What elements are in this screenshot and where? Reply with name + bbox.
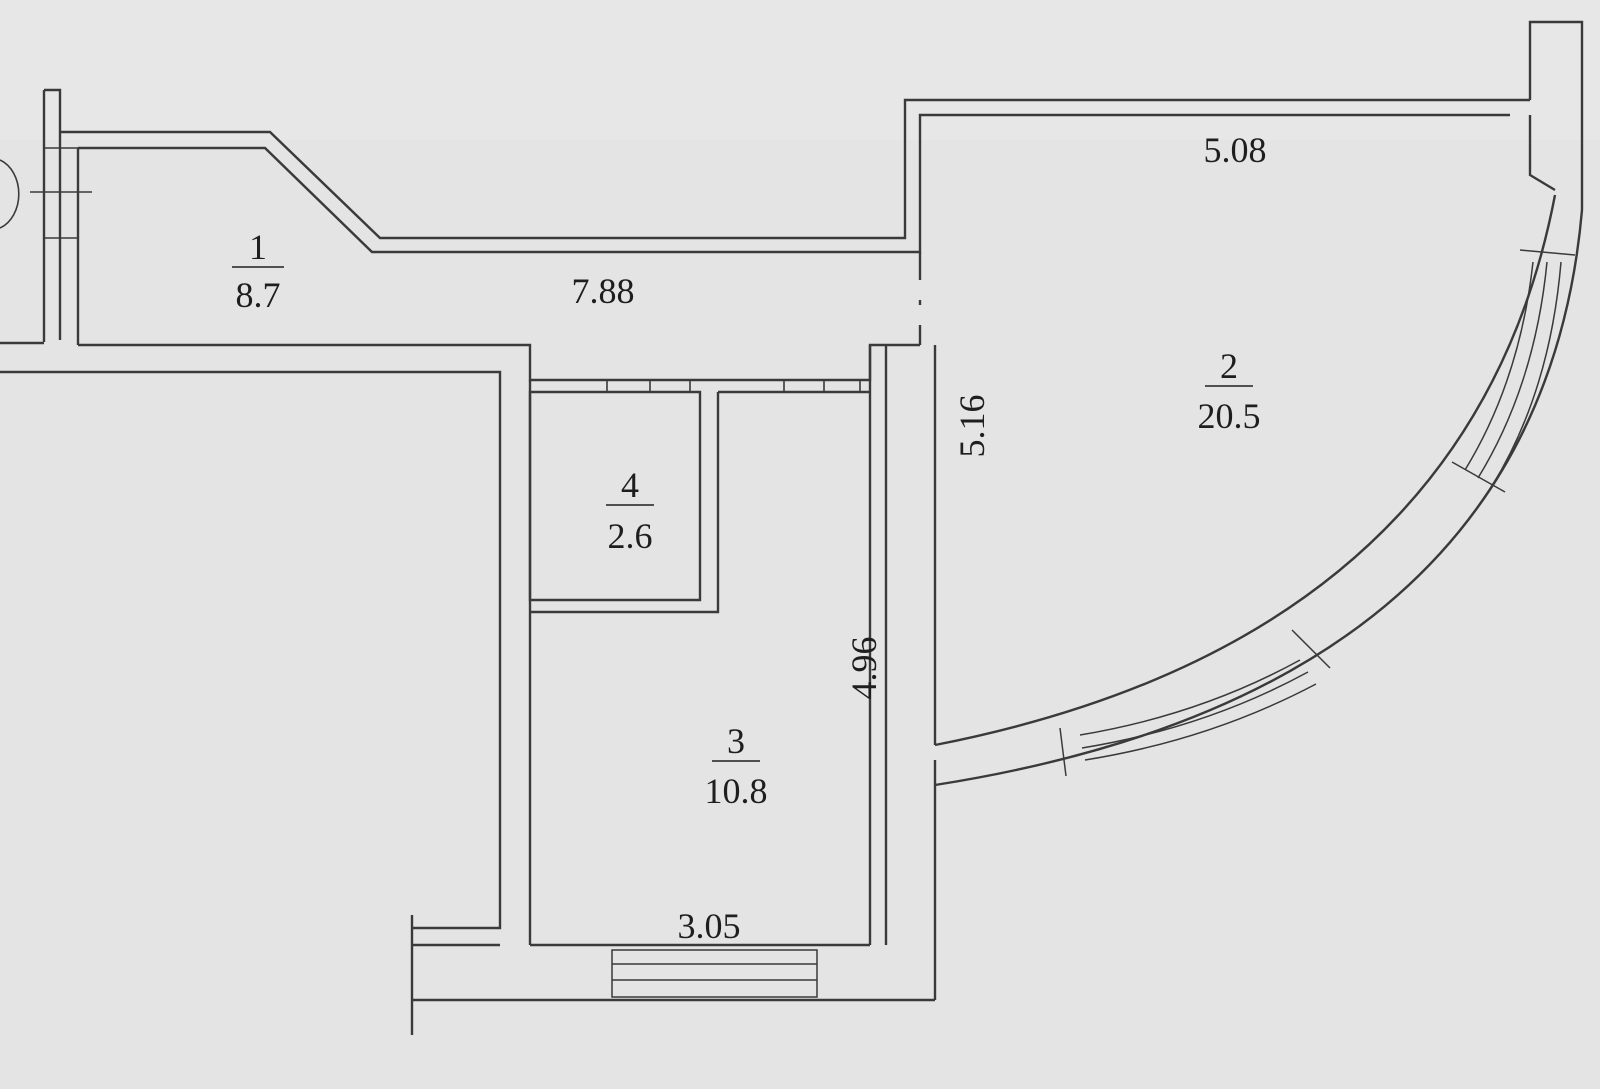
room-area-4: 2.6: [608, 516, 653, 556]
room-number-2: 2: [1220, 346, 1238, 386]
room-area-1: 8.7: [236, 275, 281, 315]
hall-walls: [0, 88, 1530, 1035]
bedroom-walls: [412, 345, 935, 1002]
paper-shade: [0, 0, 1600, 140]
room-number-1: 1: [249, 227, 267, 267]
room-number-4: 4: [621, 465, 639, 505]
balcony-windows: [1059, 249, 1576, 777]
dimension-hall-length: 7.88: [572, 271, 635, 311]
dimension-bedroom-depth: 4.96: [844, 637, 884, 700]
room-label-2: 2 20.5: [1198, 346, 1261, 436]
living-room-walls: [933, 20, 1584, 1000]
room-area-2: 20.5: [1198, 396, 1261, 436]
bedroom-window: [611, 949, 818, 998]
stair-landing-mark: [0, 159, 20, 229]
dimension-living-width: 5.08: [1204, 130, 1267, 170]
dimension-living-depth: 5.16: [952, 395, 992, 458]
room-area-3: 10.8: [705, 771, 768, 811]
room-label-4: 4 2.6: [606, 465, 654, 556]
room-label-1: 1 8.7: [232, 227, 284, 315]
room-number-3: 3: [727, 721, 745, 761]
dimension-bedroom-width: 3.05: [678, 906, 741, 946]
room-label-3: 3 10.8: [705, 721, 768, 811]
